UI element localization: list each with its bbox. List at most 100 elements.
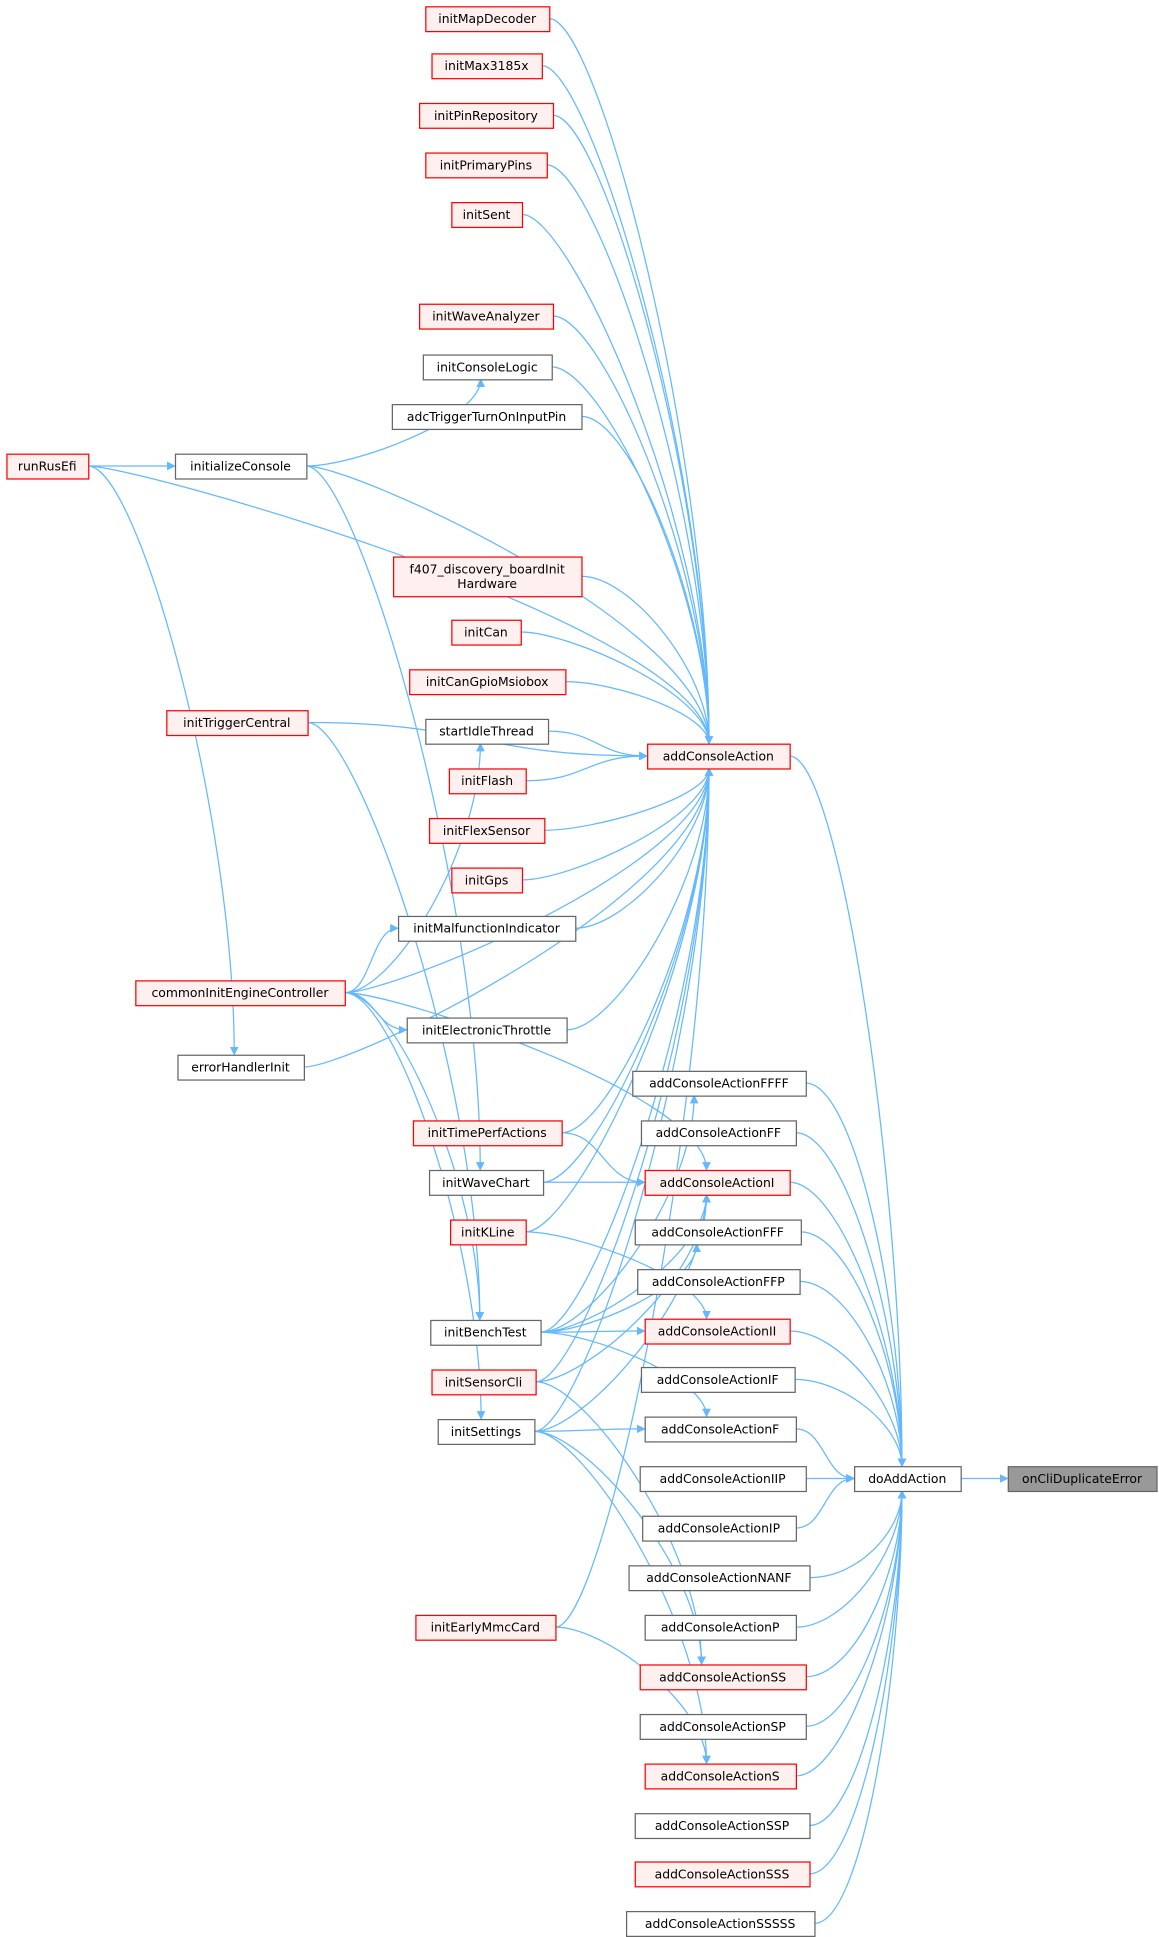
node-box	[640, 1120, 797, 1147]
node-addConsoleActionSSSSS[interactable]: addConsoleActionSSSSS	[625, 1910, 816, 1937]
edge-initBenchTest-to-addConsoleActionII	[540, 1326, 646, 1336]
edge-addConsoleActionII-to-doAddAction	[789, 1330, 907, 1467]
edge-initBenchTest-to-addConsoleActionFFF	[540, 1243, 701, 1333]
node-label: addConsoleActionFF	[656, 1125, 781, 1140]
node-initPinRepository[interactable]: initPinRepository	[419, 102, 555, 129]
node-addConsoleActionSP[interactable]: addConsoleActionSP	[639, 1713, 807, 1740]
node-addConsoleActionII[interactable]: addConsoleActionII	[644, 1318, 791, 1345]
node-initPrimaryPins[interactable]: initPrimaryPins	[425, 152, 548, 179]
node-label: addConsoleActionSSS	[655, 1866, 790, 1881]
node-initMax3185x[interactable]: initMax3185x	[431, 53, 543, 80]
node-initWaveChart[interactable]: initWaveChart	[428, 1169, 545, 1196]
node-box	[431, 53, 543, 80]
node-label: initSensorCli	[445, 1374, 523, 1389]
node-addConsoleActionSSS[interactable]: addConsoleActionSSS	[634, 1861, 811, 1888]
node-initSensorCli[interactable]: initSensorCli	[431, 1369, 537, 1396]
node-onCliDuplicateError[interactable]: onCliDuplicateError	[1007, 1466, 1158, 1493]
node-box	[451, 619, 522, 646]
edge-initGps-to-addConsoleAction	[521, 767, 714, 881]
node-label: addConsoleActionFFF	[651, 1224, 784, 1239]
edge-addConsoleActionSS-to-doAddAction	[805, 1489, 907, 1678]
node-initTriggerCentral[interactable]: initTriggerCentral	[166, 710, 309, 737]
edge-initSettings-to-addConsoleActionS	[534, 1430, 711, 1765]
edge-initBenchTest-to-addConsoleActionI	[540, 1193, 711, 1333]
node-initMalfunctionIndicator[interactable]: initMalfunctionIndicator	[397, 915, 577, 942]
node-addConsoleActionNANF[interactable]: addConsoleActionNANF	[628, 1565, 811, 1592]
node-label: initMax3185x	[445, 58, 529, 73]
node-label: initFlash	[461, 773, 513, 788]
node-addConsoleActionS[interactable]: addConsoleActionS	[644, 1763, 797, 1790]
node-initKLine[interactable]: initKLine	[449, 1219, 527, 1246]
node-adcTriggerTurnOnInputPin[interactable]: adcTriggerTurnOnInputPin	[391, 404, 583, 431]
node-label: addConsoleActionSSP	[655, 1818, 790, 1833]
node-initGps[interactable]: initGps	[451, 867, 524, 894]
node-initWaveAnalyzer[interactable]: initWaveAnalyzer	[419, 303, 555, 330]
node-addConsoleActionF[interactable]: addConsoleActionF	[644, 1416, 797, 1443]
node-addConsoleActionSS[interactable]: addConsoleActionSS	[639, 1664, 807, 1691]
node-box	[437, 1418, 536, 1446]
node-label: initWaveAnalyzer	[432, 309, 540, 324]
node-addConsoleActionIIP[interactable]: addConsoleActionIIP	[639, 1466, 807, 1493]
node-initEarlyMmcCard[interactable]: initEarlyMmcCard	[415, 1614, 557, 1641]
node-box	[135, 980, 346, 1007]
node-initConsoleLogic[interactable]: initConsoleLogic	[422, 354, 553, 381]
node-addConsoleActionI[interactable]: addConsoleActionI	[644, 1169, 791, 1196]
node-initFlash[interactable]: initFlash	[448, 768, 527, 795]
node-box	[634, 1861, 811, 1888]
edge-initElectronicThrottle-to-addConsoleAction	[566, 767, 714, 1031]
node-addConsoleActionIP[interactable]: addConsoleActionIP	[642, 1515, 797, 1542]
node-label: commonInitEngineController	[151, 985, 329, 1000]
node-box	[644, 1614, 797, 1641]
node-initBenchTest[interactable]: initBenchTest	[430, 1319, 542, 1346]
node-doAddAction[interactable]: doAddAction	[854, 1466, 962, 1493]
node-label: Hardware	[457, 576, 517, 591]
node-addConsoleActionFF[interactable]: addConsoleActionFF	[640, 1120, 797, 1147]
node-addConsoleActionP[interactable]: addConsoleActionP	[644, 1614, 797, 1641]
node-box	[644, 1318, 791, 1345]
edge-initializeConsole-to-addConsoleAction	[306, 465, 714, 745]
node-addConsoleActionFFP[interactable]: addConsoleActionFFP	[637, 1269, 801, 1296]
edge-initMapDecoder-to-addConsoleAction	[549, 17, 714, 745]
node-label: initWaveChart	[442, 1175, 530, 1190]
node-box	[639, 1466, 807, 1493]
node-addConsoleActionFFFF[interactable]: addConsoleActionFFFF	[632, 1070, 807, 1097]
edge-runRusEfi-to-errorHandlerInit	[88, 465, 239, 1056]
node-label: f407_discovery_boardInit	[410, 561, 565, 576]
node-label: runRusEfi	[18, 458, 77, 473]
node-initSettings[interactable]: initSettings	[437, 1418, 536, 1446]
nodes: initMapDecoder initMax3185x initPinReposit…	[6, 6, 1158, 1937]
node-startIdleThread[interactable]: startIdleThread	[425, 718, 550, 745]
node-initTimePerfActions[interactable]: initTimePerfActions	[412, 1120, 563, 1147]
node-errorHandlerInit[interactable]: errorHandlerInit	[177, 1054, 305, 1081]
node-box	[6, 453, 90, 480]
edge-initBenchTest-to-addConsoleAction	[540, 767, 714, 1333]
node-addConsoleActionIF[interactable]: addConsoleActionIF	[640, 1366, 796, 1393]
node-box	[428, 817, 546, 844]
node-addConsoleActionSSP[interactable]: addConsoleActionSSP	[634, 1813, 811, 1840]
node-initMapDecoder[interactable]: initMapDecoder	[425, 6, 551, 33]
node-runRusEfi[interactable]: runRusEfi	[6, 453, 90, 480]
edge-adcTriggerTurnOnInputPin-to-addConsoleAction	[581, 415, 714, 745]
node-initCanGpioMsiobox[interactable]: initCanGpioMsiobox	[409, 669, 567, 696]
node-box	[628, 1565, 811, 1592]
node-box	[644, 1416, 797, 1443]
edge-initEarlyMmcCard-to-addConsoleActionS	[555, 1626, 711, 1765]
edge-addConsoleAction-to-doAddAction	[789, 755, 907, 1467]
node-initFlexSensor[interactable]: initFlexSensor	[428, 817, 546, 844]
node-initSent[interactable]: initSent	[451, 202, 524, 229]
edge-initWaveAnalyzer-to-addConsoleAction	[552, 315, 714, 745]
edge-addConsoleActionFFF-to-doAddAction	[800, 1231, 907, 1467]
node-initElectronicThrottle[interactable]: initElectronicThrottle	[406, 1017, 568, 1044]
node-addConsoleAction[interactable]: addConsoleAction	[647, 743, 791, 770]
node-box	[406, 1017, 568, 1044]
node-commonInitEngineController[interactable]: commonInitEngineController	[135, 980, 346, 1007]
node-box	[448, 768, 527, 795]
edge-addConsoleActionS-to-doAddAction	[795, 1489, 907, 1777]
node-addConsoleActionFFF[interactable]: addConsoleActionFFF	[634, 1219, 802, 1246]
node-box	[639, 1713, 807, 1740]
node-box	[397, 915, 577, 942]
edge-runRusEfi-to-addConsoleAction	[88, 465, 714, 745]
node-initializeConsole[interactable]: initializeConsole	[174, 453, 308, 480]
node-initCan[interactable]: initCan	[451, 619, 522, 646]
